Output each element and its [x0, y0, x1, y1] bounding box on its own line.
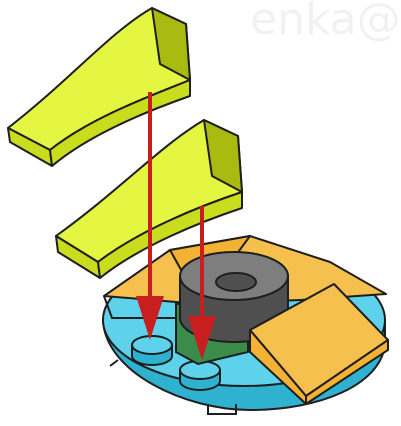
lime-wedge-top: [8, 8, 190, 166]
stud-left: [132, 336, 172, 365]
stud-right: [180, 361, 220, 390]
